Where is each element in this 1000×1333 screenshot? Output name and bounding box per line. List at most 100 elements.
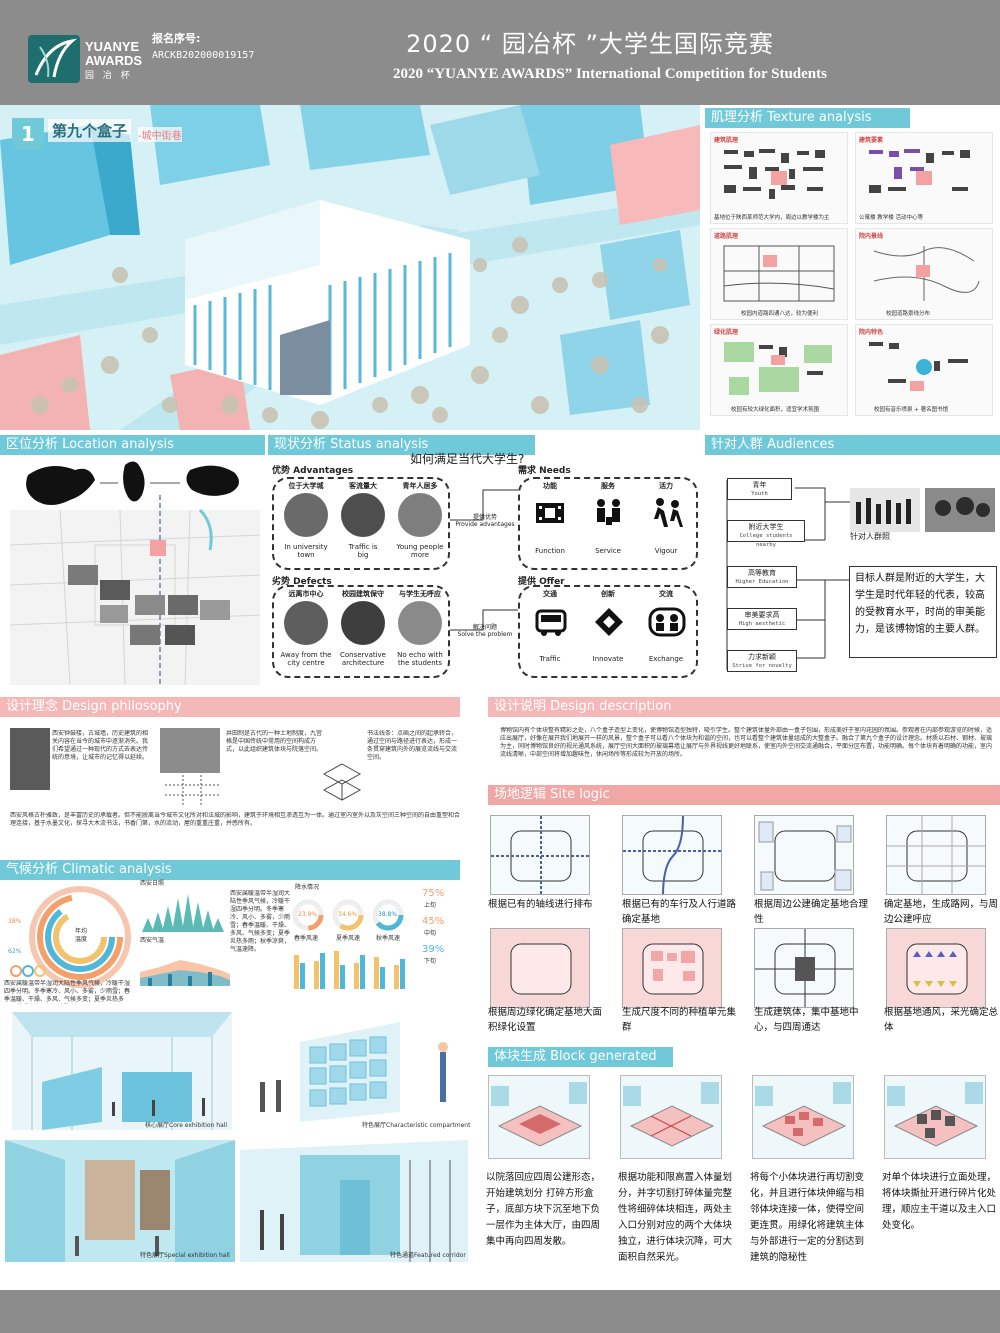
site-diagram-2: [622, 815, 722, 895]
texture-map-road: [723, 245, 835, 302]
section-location-analysis: 区位分析 Location analysis: [0, 435, 265, 455]
site-diagram-5: [490, 928, 590, 1008]
description-text: 博物馆内有个体块整有精彩之处，八个盒子造型上变化，使博物馆造型独特，吸引学生。整…: [500, 727, 992, 758]
logo-brand-cn: 园 冶 杯: [85, 71, 133, 81]
climatic-note: 西安属暖温带半湿润大陆性季风气候，冷暖干湿四季分明。冬季寒冷、风小、多雾，少雨雪…: [4, 980, 131, 1003]
offer-head: 交通: [543, 590, 557, 598]
texture-map-elements: [869, 149, 970, 193]
site-caption: 确定基地，生成路网，与周边公建呼应: [884, 899, 999, 925]
philosophy-col3: 书法线条：点画之间的起承转合，通过空间与路径进行表达，形成一条贯穿建筑内外的展览…: [367, 730, 458, 761]
texture-cell-road: 道路肌理 校园内道路四通八达，较为便利: [710, 228, 848, 320]
offer-head: 交流: [659, 590, 673, 598]
block-diagram-4: [884, 1075, 986, 1159]
caption-characteristic: 特色展厅Characteristic compartment: [362, 1122, 471, 1129]
texture-map-building: [724, 149, 825, 199]
audience-cn: 青年: [752, 481, 767, 489]
texture-caption: 公寓楼 教学楼 活动中心等: [859, 215, 923, 221]
defect-caption: No echo with the students: [397, 651, 443, 667]
hero-render-illustration: [0, 105, 700, 430]
render-core-hall-illustration: [12, 1012, 232, 1130]
defects-items: 远离市中心 Away from the city centre 校园建筑保守 C…: [278, 589, 448, 677]
section-texture-analysis: 肌理分析 Texture analysis: [705, 108, 910, 128]
bus-icon: [535, 609, 567, 636]
audience-box-college: 附近大学生 College students nearby: [727, 520, 805, 548]
site-diagram-4-drawing: [887, 816, 985, 894]
donut-sub-2: 夏季风速: [336, 935, 361, 942]
texture-caption: 校园道路景线分布: [886, 311, 931, 317]
texture-label: 建筑要素: [859, 137, 884, 144]
film-icon: [536, 503, 564, 523]
wind-donuts: [292, 899, 404, 931]
site-diagram-6-drawing: [623, 929, 721, 1007]
right-sub-3: 下旬: [424, 958, 437, 965]
philosophy-col1: 西安钟鼓楼，古城墙，历史建筑的相关内容在当今的城市中逐渐消失。我们希望通过一种现…: [52, 730, 149, 761]
site-diagram-4: [886, 815, 986, 895]
render-characteristic-compartment: [240, 1012, 468, 1130]
audience-photo-1: [850, 488, 920, 532]
texture-cell-elements: 建筑要素 公寓楼 教学楼 活动中心等: [855, 132, 993, 224]
rings-legend-circles: [10, 965, 46, 977]
site-caption: 根据周边公建确定基地合理性: [754, 899, 869, 925]
site-caption: 根据基地通风，采光确定总体: [884, 1007, 999, 1033]
temperature-rings: [29, 886, 131, 988]
philosophy-col2: 井田制是古代的一种土地制度，九宫格是中国传统中常用的空间构成方式，以此组织建筑体…: [226, 730, 323, 753]
site-diagram-8: [886, 928, 986, 1008]
block-text-4: 对单个体块进行立面处理，将体块撕扯开进行碎片化处理，顺应主干道以及主入口处变化。: [882, 1172, 997, 1231]
site-caption: 根据周边绿化确定基地大面积绿化设置: [488, 1007, 603, 1033]
defect-photo: [284, 601, 328, 645]
need-caption: Function: [535, 547, 565, 555]
audience-en: Higher Education: [735, 579, 789, 585]
section-audiences: 针对人群 Audiences: [705, 435, 1000, 455]
texture-map-green: [724, 342, 832, 395]
render-characteristic-illustration: [260, 1022, 448, 1122]
texture-cell-axis: 院内景线 校园道路景线分布: [855, 228, 993, 320]
audience-box-youth: 青年 Youth: [727, 478, 792, 500]
audience-box-aesthetic: 审美要求高 High aesthetic: [727, 608, 797, 630]
texture-label: 院内特色: [859, 329, 884, 336]
block-diagram-2: [620, 1075, 722, 1159]
rings-center-label: 年均 温度: [74, 928, 87, 943]
defect-caption: Conservative architecture: [339, 651, 386, 667]
rings-pct-1: 62%: [8, 948, 22, 955]
need-head: 服务: [601, 482, 615, 490]
advantage-head: 位于大学城: [288, 482, 324, 490]
caption-featured-corridor: 特色通道Featured corridor: [390, 1252, 466, 1259]
solve-problem-label: 解决问题 Solve the problem: [457, 624, 513, 638]
texture-cell-feature: 院内特色 校园有音乐喷泉 + 著名图书馆: [855, 324, 993, 416]
block-diagram-2-drawing: [623, 1082, 719, 1147]
audience-cn: 审美要求高: [744, 611, 780, 619]
right-pct-1: 75%: [422, 888, 445, 899]
donut-label-1: 23.9%: [298, 911, 318, 918]
right-pct-3: 39%: [422, 944, 445, 955]
audience-en: Strive for novelty: [732, 663, 792, 669]
audience-photo-2: [925, 488, 995, 532]
title-en: 2020 “YUANYE AWARDS” International Compe…: [393, 66, 827, 82]
offer-head: 创新: [601, 590, 615, 598]
texture-map-axis: [873, 246, 980, 301]
defect-head: 与学生无呼应: [399, 590, 441, 598]
offer-box: [518, 585, 698, 678]
block-text-3: 将每个小体块进行再切割变化，并且进行体块伸缩与相邻体块连接一体，使得空间更连贯。…: [750, 1172, 865, 1263]
block-diagram-3-drawing: [755, 1082, 851, 1147]
site-diagram-7: [754, 928, 854, 1008]
audience-connectors: [726, 480, 850, 670]
needs-items: 功能 Function 服务 Service 活力 Vigour: [522, 481, 694, 569]
block-diagram-1: [488, 1075, 590, 1159]
right-pct-2: 45%: [422, 916, 445, 927]
site-diagram-1-drawing: [491, 816, 589, 894]
needs-box: [518, 477, 698, 570]
section-climatic-analysis: 气候分析 Climatic analysis: [0, 860, 460, 880]
advantage-photo: [398, 493, 442, 537]
texture-caption: 校园内道路四通八达，较为便利: [741, 311, 819, 317]
exchange-icon: [648, 607, 686, 637]
need-head: 功能: [543, 482, 557, 490]
defect-photo: [341, 601, 385, 645]
audience-cn: 附近大学生: [748, 523, 784, 531]
audience-summary-box: 目标人群是附近的大学生，大学生是时代年轻的代表，较高的受教育水平，时尚的审美能力…: [849, 566, 997, 658]
texture-caption: 校园有较大绿化面积，适宜学术氛围: [731, 407, 820, 413]
block-diagram-4-drawing: [887, 1082, 983, 1147]
section-design-philosophy: 设计理念 Design philosophy: [0, 697, 460, 717]
right-sub-2: 中旬: [424, 930, 437, 937]
section-design-description: 设计说明 Design description: [488, 697, 1000, 717]
hero-badge-title: 第九个盒子: [48, 119, 132, 142]
